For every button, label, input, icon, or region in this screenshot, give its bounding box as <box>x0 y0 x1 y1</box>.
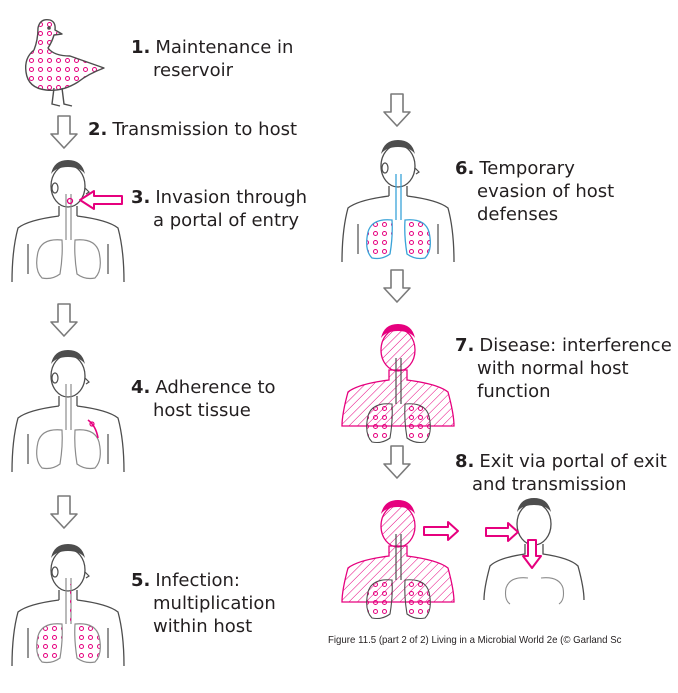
human-figure-icon <box>341 500 455 620</box>
entry-arrow-icon <box>79 190 123 210</box>
right-arrow-icon <box>423 521 459 541</box>
down-arrow-icon <box>50 495 78 529</box>
down-arrow-icon <box>522 539 542 569</box>
human-figure-icon <box>11 543 125 667</box>
figure-caption: Figure 11.5 (part 2 of 2) Living in a Mi… <box>328 634 622 646</box>
step-2-label: 2.Transmission to host <box>88 119 298 140</box>
down-arrow-icon <box>383 93 411 127</box>
step-8-label: 8.Exit via portal of exit and transmissi… <box>455 451 667 495</box>
down-arrow-icon <box>383 445 411 479</box>
duck-icon <box>24 18 105 107</box>
human-figure-icon <box>11 349 125 473</box>
step-5-label: 5.Infection: multiplication within host <box>131 570 276 637</box>
step-3-label: 3.Invasion through a portal of entry <box>131 187 308 231</box>
human-figure-icon <box>483 498 585 605</box>
human-figure-icon <box>341 139 455 263</box>
step-7-label: 7.Disease: interference with normal host… <box>455 335 672 402</box>
step-6-label: 6.Temporary evasion of host defenses <box>455 158 615 225</box>
down-arrow-icon <box>50 115 78 149</box>
down-arrow-icon <box>50 303 78 337</box>
step-1-label: 1.Maintenance in reservoir <box>131 37 294 81</box>
human-figure-icon <box>341 324 455 444</box>
down-arrow-icon <box>383 269 411 303</box>
entry-arrow-icon <box>485 522 519 542</box>
step-4-label: 4.Adherence to host tissue <box>131 377 276 421</box>
human-figure-icon <box>11 159 125 283</box>
